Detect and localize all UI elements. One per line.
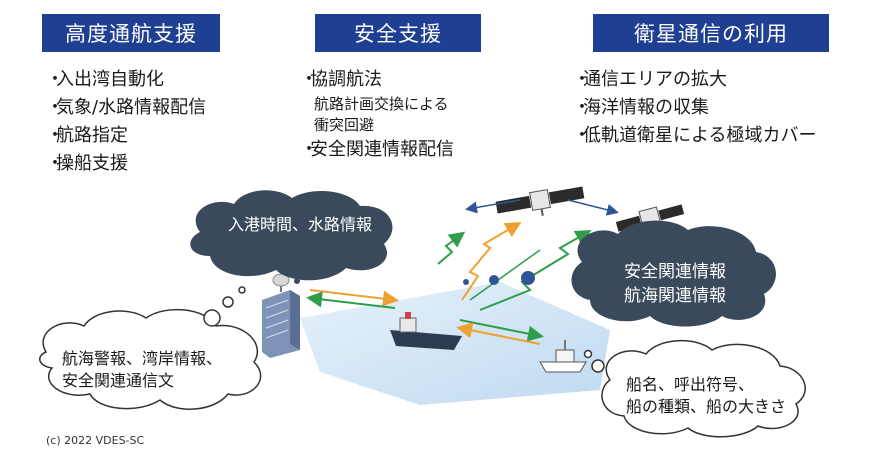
list-item: ・操船支援 bbox=[46, 150, 206, 178]
thought-bubble-dot bbox=[294, 278, 300, 284]
list-subitem: 航路計画交換による bbox=[314, 95, 449, 113]
thought-bubble-dot bbox=[294, 264, 306, 276]
thought-bubble-dot bbox=[238, 286, 246, 294]
advanced-navigation-list: ・入出湾自動化 ・気象/水路情報配信 ・航路指定 ・操船支援 bbox=[46, 66, 206, 178]
safety-info-text: 安全関連情報 航海関連情報 bbox=[624, 262, 726, 306]
port-info-text: 入港時間、水路情報 bbox=[227, 215, 372, 234]
satellite-link-arrow bbox=[567, 199, 619, 216]
thought-bubble-dot bbox=[203, 309, 221, 327]
safety-support-list: ・協調航法 航路計画交換による 衝突回避 ・安全関連情報配信 bbox=[300, 66, 454, 164]
shore-ship-arrow bbox=[306, 291, 396, 309]
thought-bubble-dot bbox=[222, 296, 234, 308]
zigzag-arrow bbox=[479, 230, 592, 311]
satellite-downlink-arrow bbox=[469, 249, 541, 301]
ship-info-cloud bbox=[601, 339, 806, 438]
header-satellite-communication: 衛星通信の利用 bbox=[593, 14, 829, 52]
shore-info-text: 航海警報、湾岸情報、 安全関連通信文 bbox=[62, 349, 223, 390]
large-ship-icon bbox=[390, 312, 462, 350]
list-item: ・低軌道衛星による極域カバー bbox=[573, 122, 816, 150]
list-subitem: 衝突回避 bbox=[314, 116, 375, 134]
port-info-cloud bbox=[190, 190, 393, 281]
signal-dot bbox=[489, 275, 499, 285]
signal-dot bbox=[463, 279, 469, 285]
ship-info-text: 船名、呼出符号、 船の種類、船の大きさ bbox=[626, 375, 787, 416]
header-advanced-navigation: 高度通航支援 bbox=[42, 14, 220, 52]
safety-info-cloud bbox=[571, 220, 776, 327]
list-item: ・気象/水路情報配信 bbox=[46, 94, 206, 122]
copyright-notice: (c) 2022 VDES-SC bbox=[46, 434, 145, 447]
satellite-link-arrow bbox=[465, 199, 521, 214]
list-item: ・航路指定 bbox=[46, 122, 206, 150]
list-item: ・通信エリアの拡大 bbox=[573, 66, 816, 94]
thought-bubble-dot bbox=[583, 349, 593, 359]
thought-bubble-dot bbox=[591, 359, 605, 373]
zigzag-arrow bbox=[437, 231, 466, 265]
list-item: ・入出湾自動化 bbox=[46, 66, 206, 94]
shore-info-cloud bbox=[39, 308, 262, 410]
shore-ship-arrow bbox=[309, 289, 399, 307]
list-item: ・海洋情報の収集 bbox=[573, 94, 816, 122]
list-item: ・安全関連情報配信 bbox=[300, 136, 454, 164]
zigzag-arrow bbox=[461, 221, 522, 301]
ship-ship-arrow bbox=[456, 322, 541, 345]
shore-station-building-icon bbox=[262, 273, 300, 358]
header-safety-support: 安全支援 bbox=[315, 14, 481, 52]
satellite-communication-list: ・通信エリアの拡大 ・海洋情報の収集 ・低軌道衛星による極域カバー bbox=[573, 66, 816, 150]
satellite-icon bbox=[495, 186, 585, 216]
signal-dot bbox=[521, 271, 535, 285]
small-ship-icon bbox=[539, 340, 587, 373]
list-item: ・協調航法 bbox=[300, 66, 454, 94]
